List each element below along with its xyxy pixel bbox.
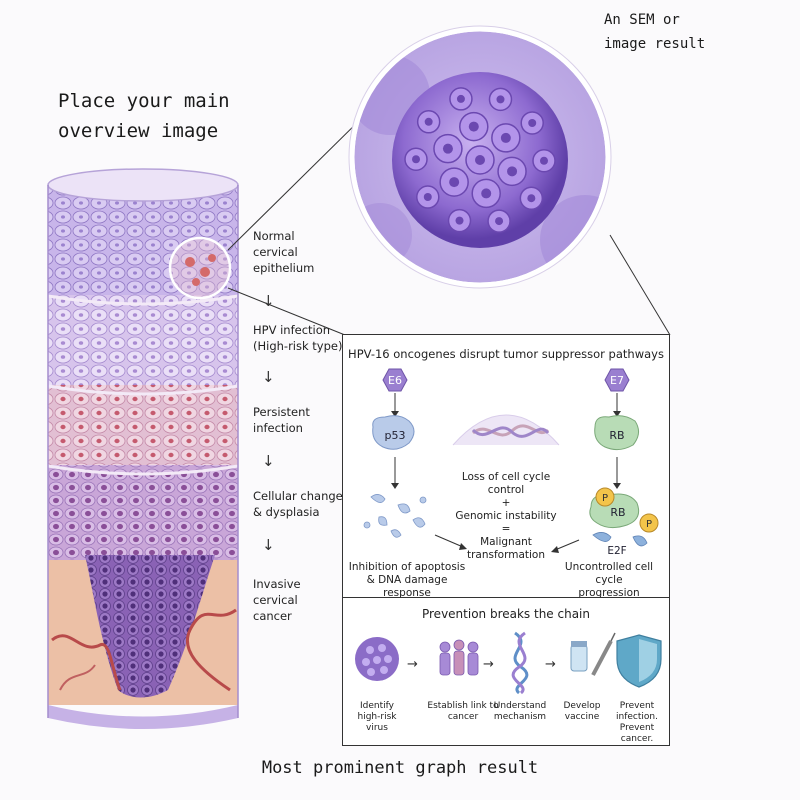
rb-label: RB: [609, 429, 624, 442]
down-arrow-icon: ↓: [262, 536, 275, 554]
phosphate-badge: [595, 487, 615, 507]
layer-infection: [48, 295, 238, 385]
phosphate-label: P: [646, 519, 652, 530]
overview-title-line: overview image: [58, 120, 219, 142]
capsomere-pore: [481, 188, 492, 199]
center-outcome-text: Loss of cell cycle control + Genomic ins…: [455, 471, 557, 561]
capsomere-pore: [528, 118, 537, 127]
stage-infection-label: HPV infection(High-risk type): [253, 323, 343, 353]
capsomere-pore: [468, 121, 479, 132]
phosphate-badge: [639, 513, 659, 533]
capsomere-pore: [412, 155, 421, 164]
sem-title: An SEM or image result: [604, 8, 705, 56]
connector-line: [609, 234, 671, 336]
right-arrow-icon: →: [407, 657, 418, 672]
overview-title-line: Place your main: [58, 90, 230, 112]
capsomere-pore: [527, 194, 536, 203]
capsomere-pore: [496, 95, 505, 104]
e7-hexagon: [604, 368, 630, 392]
phosphate-label: P: [602, 493, 608, 504]
right-arrow-icon: →: [483, 657, 494, 672]
prevention-title: Prevention breaks the chain: [421, 607, 590, 621]
infected-cells-highlight: [168, 236, 232, 300]
e7-label: E7: [610, 374, 624, 387]
down-arrow-icon: ↓: [262, 368, 275, 386]
capsomere-pore: [475, 155, 485, 165]
p53-fragments: [363, 494, 427, 538]
prevention-step-prevent: Prevent infection.Prevent cancer.: [616, 701, 658, 744]
capsomere-pore: [423, 193, 432, 202]
layer-dysplasia: [48, 465, 238, 560]
overview-title: Place your main overview image: [58, 86, 230, 146]
p53-label: p53: [385, 429, 406, 442]
dna-helix: [472, 424, 550, 437]
capsomere-pore: [507, 166, 518, 177]
capsomere-pore: [442, 143, 453, 154]
panel-divider: [343, 597, 669, 598]
layer-persistent: [48, 385, 238, 465]
mechanism-title: HPV-16 oncogenes disrupt tumor suppresso…: [348, 347, 664, 361]
blood-vessel: [59, 664, 96, 691]
capsomere-pore: [456, 94, 465, 103]
mechanism-panel: E6 p53 E7 RB RB P P: [342, 334, 670, 746]
e6-hexagon: [382, 368, 408, 392]
blood-vessel: [51, 634, 122, 691]
stage-dysplasia-label: Cellular changes& dysplasia: [253, 489, 349, 519]
rb-protein: [594, 415, 639, 451]
capsomere-pore: [424, 117, 433, 126]
connector-line: [227, 287, 346, 336]
rb-bound-label: RB: [610, 506, 625, 519]
capsomere-pore: [449, 177, 460, 188]
arrow-to-center: [434, 534, 464, 548]
capsomere-pore: [455, 216, 464, 225]
tumor-mass: [85, 555, 215, 698]
graph-title: Most prominent graph result: [261, 758, 539, 778]
right-outcome-text: Uncontrolled cell cycle progression: [564, 561, 654, 599]
e2f-label: E2F: [607, 545, 626, 557]
p53-protein: [372, 415, 415, 450]
down-arrow-icon: ↓: [262, 292, 275, 310]
e6-label: E6: [388, 374, 402, 387]
capsomere-pore: [500, 132, 511, 143]
right-arrow-icon: →: [545, 657, 556, 672]
connector-line: [227, 109, 371, 251]
sem-title-line: image result: [604, 36, 706, 52]
arrow-to-center: [554, 539, 580, 551]
blood-vessel: [185, 608, 237, 692]
capsomere-pore: [539, 156, 548, 165]
e2f-protein: [592, 532, 612, 542]
left-outcome-text: Inhibition of apoptosis & DNA damage res…: [348, 561, 466, 599]
sem-virus-image: [348, 25, 612, 289]
sem-title-line: An SEM or: [604, 12, 680, 28]
capsomere-pore: [495, 217, 504, 226]
down-arrow-icon: ↓: [262, 452, 275, 470]
mechanism-diagram: E6 p53 E7 RB RB P P: [363, 368, 659, 557]
